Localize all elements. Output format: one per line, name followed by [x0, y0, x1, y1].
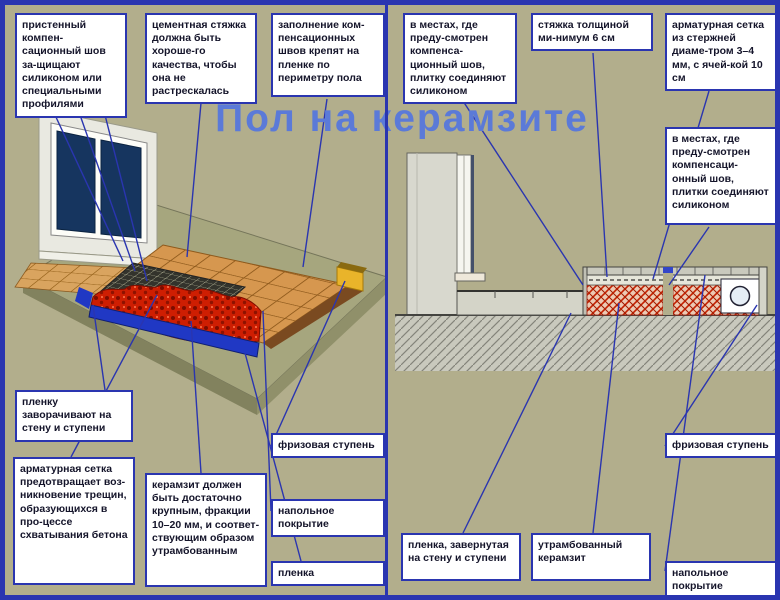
window-pane-left	[56, 130, 96, 234]
diagram-canvas	[14, 52, 775, 572]
window-pane-right	[100, 139, 142, 239]
right-diagram	[395, 152, 775, 371]
leader-seam-fill	[302, 98, 328, 268]
callout-wall-seam: пристенный компен-сационный шов за-щищаю…	[15, 13, 127, 118]
leader-compacted-keramzit	[592, 302, 620, 534]
wall-section	[406, 152, 458, 316]
ground-hatch	[395, 315, 775, 371]
leader-wall-seam-1	[54, 114, 124, 262]
callout-frieze-step-left: фризовая ступень	[271, 433, 385, 459]
callout-seam-fill: заполнение ком-пенсационных швов крепят …	[271, 13, 385, 97]
silicone-seal	[663, 267, 673, 273]
detail-circle	[729, 285, 751, 307]
film-layer	[88, 304, 260, 358]
callout-keramzit: керамзит должен быть достаточно крупным,…	[145, 473, 267, 587]
callout-compacted-keramzit: утрамбованный керамзит	[531, 533, 651, 581]
leader-seam-top-right	[462, 100, 584, 286]
leader-covering-left	[262, 310, 272, 512]
callout-frieze-step-right: фризовая ступень	[665, 433, 775, 459]
sill-section	[454, 272, 486, 282]
panel-divider	[385, 5, 388, 595]
callout-film: пленка	[271, 561, 385, 587]
leader-frieze-right	[664, 304, 758, 447]
callout-screed-thickness: стяжка толщиной ми-нимум 6 см	[531, 13, 653, 52]
callout-mesh: арматурная сетка предотвращает воз-никно…	[13, 457, 135, 585]
leader-keramzit	[190, 320, 202, 474]
callout-mesh-spec: арматурная сетка из стержней диаме-тром …	[665, 13, 775, 92]
callout-screed: цементная стяжка должна быть хороше-го к…	[145, 13, 257, 105]
frieze-block-cap	[337, 262, 367, 273]
glass-section	[471, 155, 474, 273]
compensation-seam-gap	[663, 267, 673, 315]
floor-edge	[263, 285, 363, 349]
ground-front	[23, 277, 257, 415]
leader-film-wrapped	[462, 312, 572, 534]
lower-slab	[456, 290, 586, 316]
leader-wall-seam-2	[79, 114, 136, 272]
page-title: Пол на керамзите	[215, 97, 589, 140]
callout-seam-silicone-top: в местах, где преду-смотрен компенса-цио…	[403, 13, 517, 105]
film-wrap-up	[75, 287, 93, 309]
leader-screed-thickness	[592, 52, 608, 278]
callout-floor-covering-right: напольное покрытие	[665, 561, 775, 595]
keramzit-band-left	[586, 284, 664, 316]
left-diagram	[14, 108, 388, 415]
leader-wall-seam-3	[104, 114, 148, 282]
leader-film-wrap	[92, 304, 106, 391]
callout-seam-silicone-right: в местах, где преду-смотрен компенсаци-о…	[665, 127, 775, 225]
leader-frieze-left	[270, 280, 346, 447]
leader-seam-right	[668, 226, 710, 286]
tile-joints	[604, 267, 750, 275]
ground-side	[257, 277, 387, 415]
callout-film-wrap: пленку заворачивают на стену и ступени	[15, 390, 133, 442]
leader-covering-right	[664, 274, 706, 572]
right-edge-cap	[758, 266, 768, 316]
callout-film-wrapped: пленка, завернутая на стену и ступени	[401, 533, 521, 581]
leader-screed	[186, 102, 202, 258]
callout-floor-covering-left: напольное покрытие	[271, 499, 385, 538]
